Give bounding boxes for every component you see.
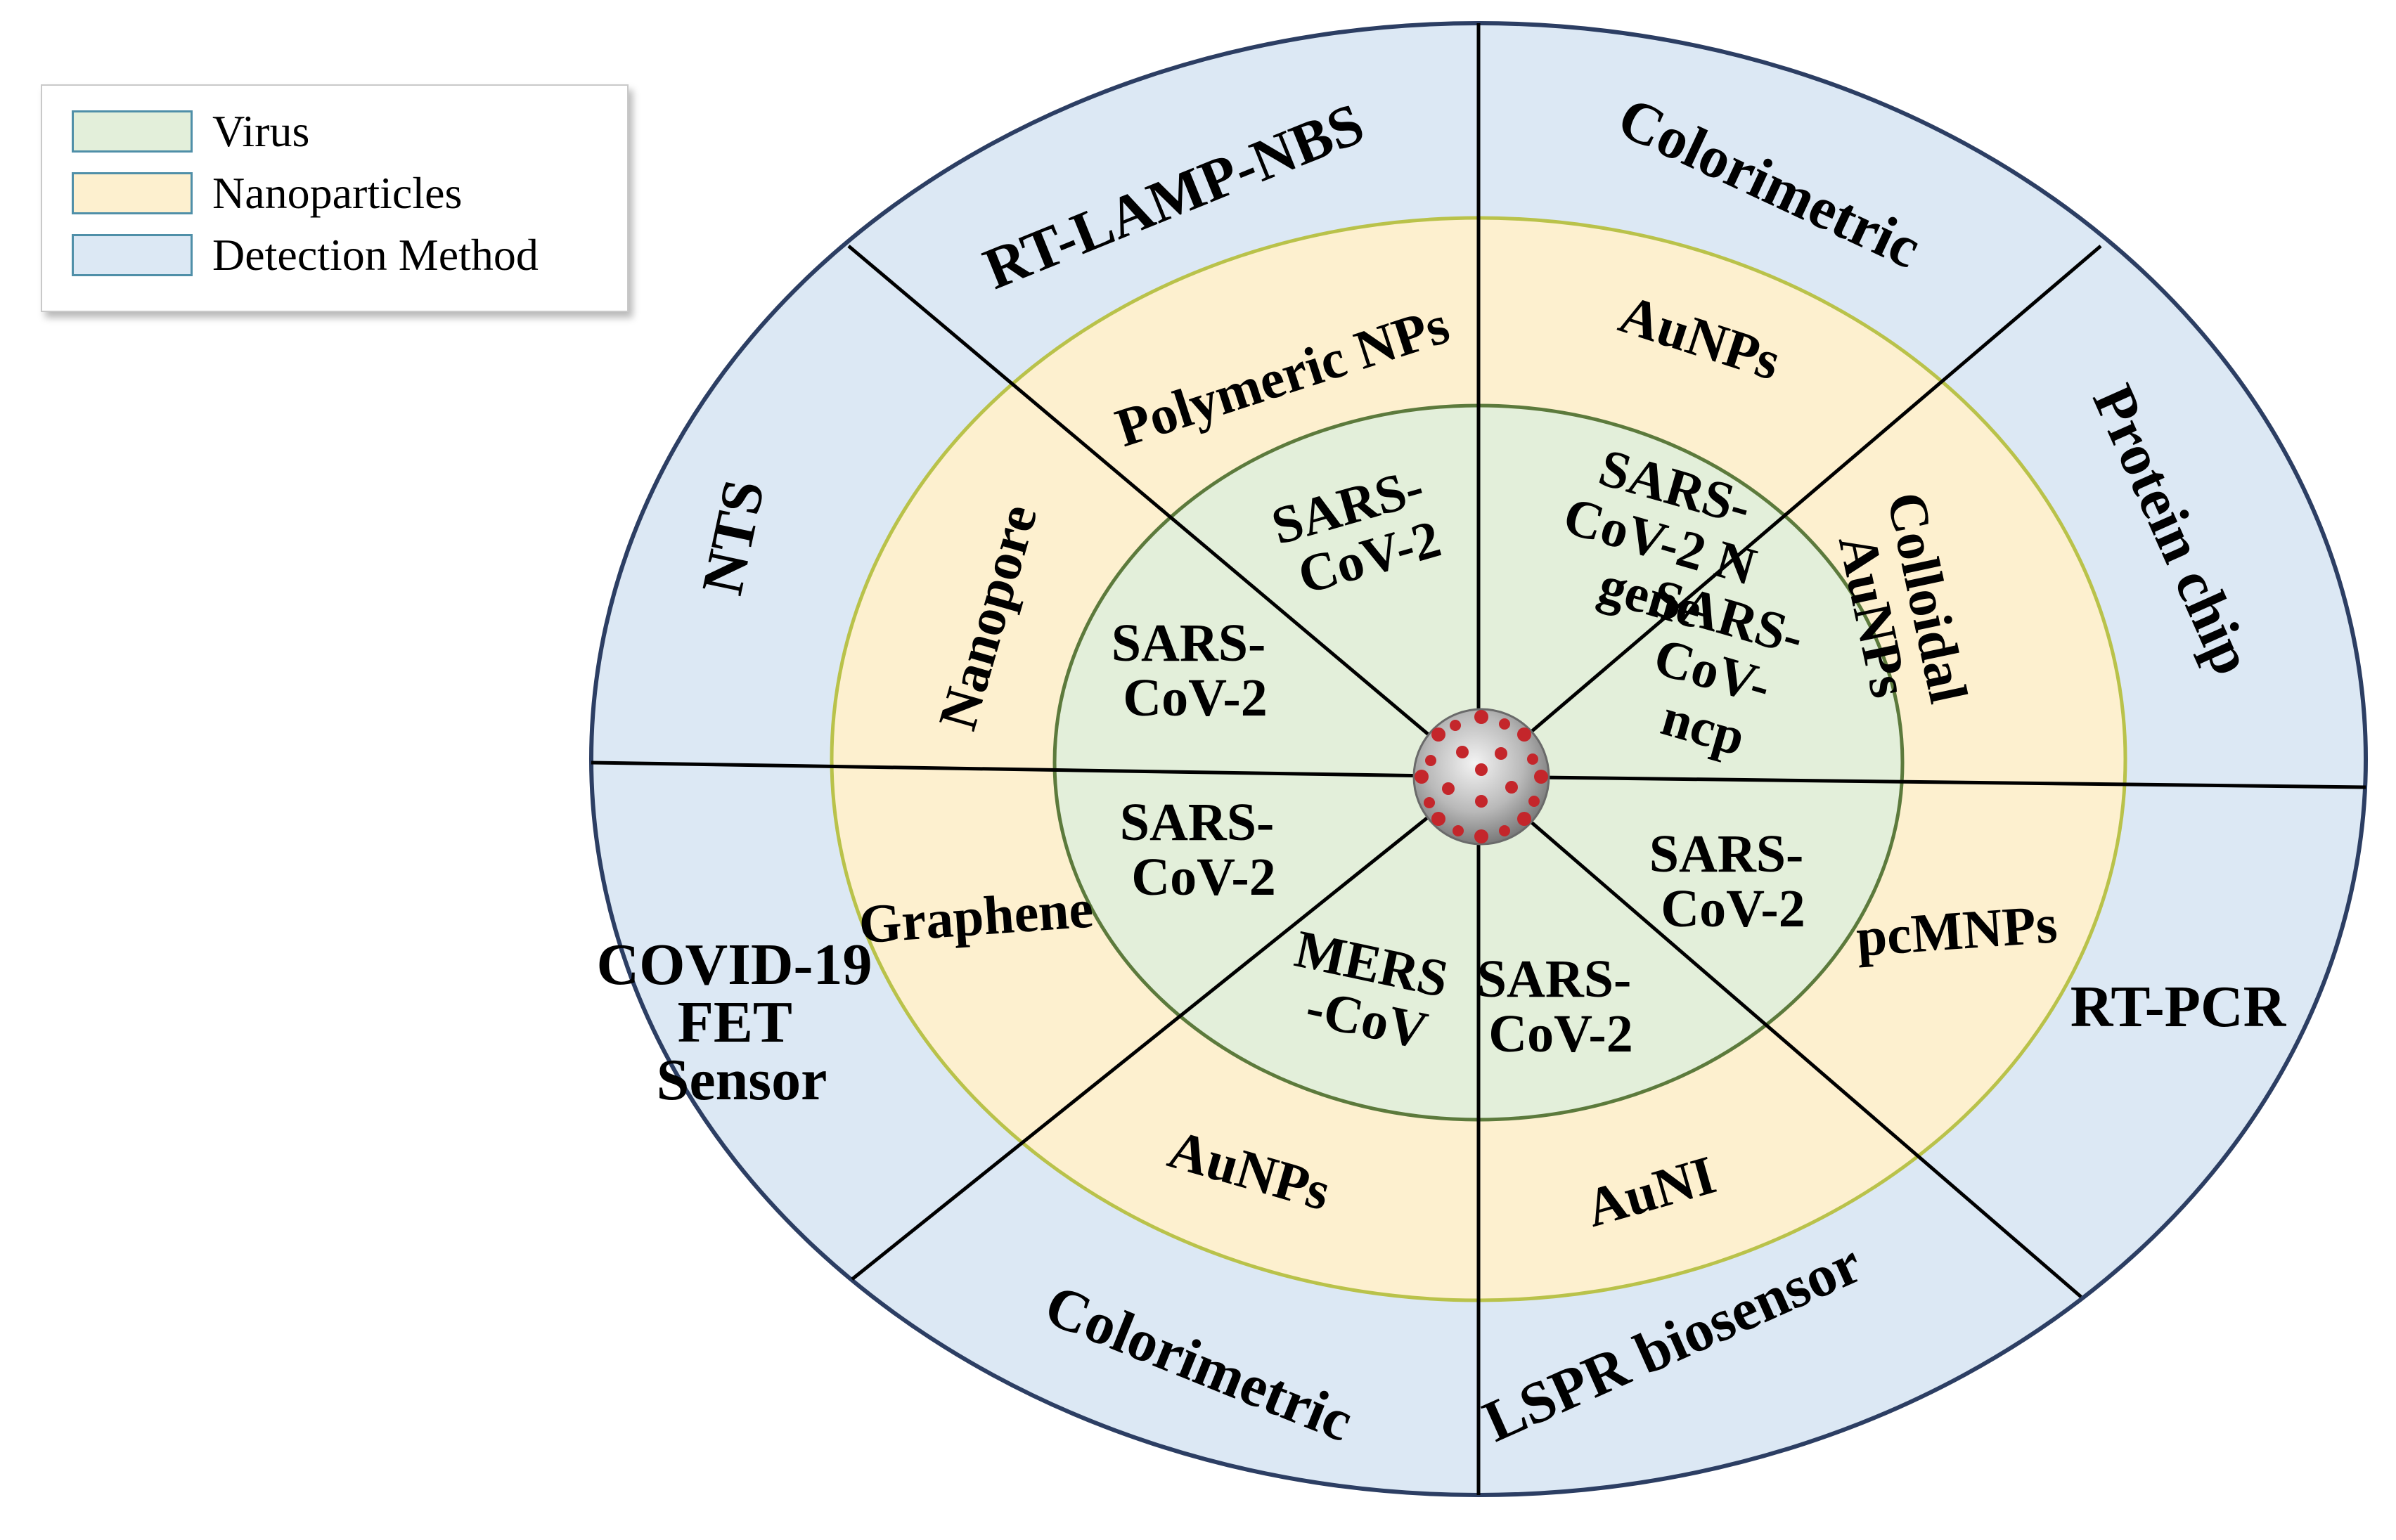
legend-item-virus: Virus xyxy=(72,106,310,156)
legend-item-detection-method: Detection Method xyxy=(72,230,539,280)
divider-bottom-right xyxy=(1477,775,2082,1298)
virus-label-sector-3: SARS- CoV-2 xyxy=(1649,824,1817,938)
coronavirus-icon xyxy=(1412,708,1550,846)
detection-label-sector-6: COVID-19 FET Sensor xyxy=(597,932,887,1113)
legend-label-virus: Virus xyxy=(212,106,310,156)
divider-top-left xyxy=(847,245,1480,778)
virus-label-sector-7: SARS- CoV-2 xyxy=(1112,614,1280,727)
divider-right xyxy=(1478,775,2366,789)
legend: Virus Nanoparticles Detection Method xyxy=(41,84,629,312)
legend-item-nanoparticles: Nanoparticles xyxy=(72,168,463,218)
divider-bottom-left xyxy=(851,775,1480,1281)
legend-swatch-detection-method xyxy=(72,234,193,276)
virus-label-sector-4: SARS- CoV-2 xyxy=(1477,950,1645,1063)
legend-label-nanoparticles: Nanoparticles xyxy=(212,168,463,218)
divider-left xyxy=(591,761,1479,779)
nanoparticle-label-sector-3: pcMNPs xyxy=(1854,893,2059,968)
legend-swatch-nanoparticles xyxy=(72,172,193,214)
sector-dividers xyxy=(591,23,2366,1495)
detection-label-sector-3: RT-PCR xyxy=(2070,974,2287,1040)
legend-swatch-virus xyxy=(72,110,193,153)
legend-label-detection-method: Detection Method xyxy=(212,230,539,280)
virus-label-sector-6: SARS- CoV-2 xyxy=(1120,793,1288,907)
divider-top-right xyxy=(1477,245,2102,778)
